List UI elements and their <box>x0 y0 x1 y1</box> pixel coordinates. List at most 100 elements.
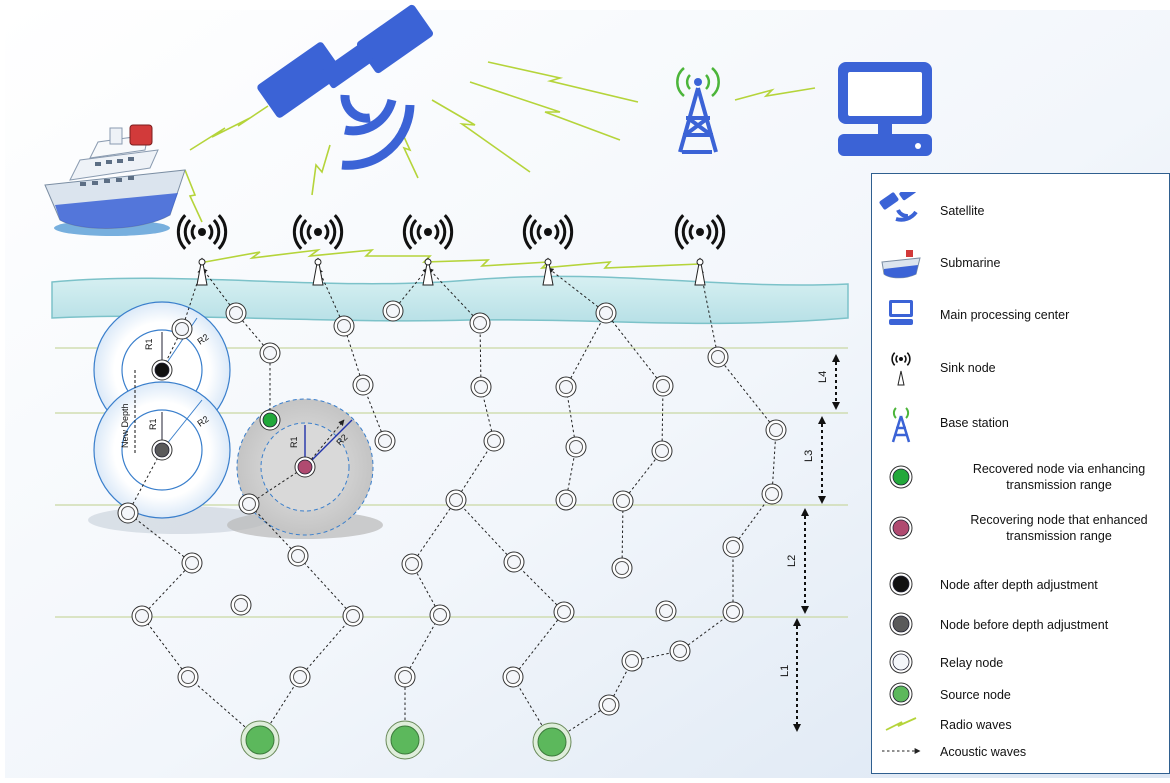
node-before-depth-icon <box>872 606 930 646</box>
source-node <box>240 720 280 760</box>
acoustic-wave-icon <box>872 733 930 773</box>
relay-node <box>707 346 729 368</box>
relay-node <box>503 551 525 573</box>
relay-node <box>401 553 423 575</box>
sensor-nodes <box>117 300 787 762</box>
acoustic-link <box>679 611 734 652</box>
water-surface <box>51 275 849 325</box>
relay-node <box>177 666 199 688</box>
relay-node <box>181 552 203 574</box>
level-label-l3: L3 <box>803 450 815 462</box>
relay-node <box>470 376 492 398</box>
legend-label: Node before depth adjustment <box>940 618 1109 632</box>
node-after-depth-icon <box>872 566 930 606</box>
relay-node <box>598 694 620 716</box>
relay-node <box>131 605 153 627</box>
sink-node <box>674 214 726 286</box>
source-node <box>385 720 425 760</box>
relay-node <box>652 375 674 397</box>
source-node <box>532 722 572 762</box>
relay-node <box>722 536 744 558</box>
acoustic-link <box>299 615 354 678</box>
recovered-node <box>259 409 281 431</box>
acoustic-link <box>141 562 193 617</box>
svg-text:R1: R1 <box>289 436 299 448</box>
level-label-l1: L1 <box>779 665 791 677</box>
base-station-icon <box>676 67 720 154</box>
relay-node <box>374 430 396 452</box>
sink-node <box>402 214 454 286</box>
legend-label: Submarine <box>940 256 1001 270</box>
level-label-l4: L4 <box>817 371 829 383</box>
sink-node <box>176 214 228 286</box>
acoustic-link <box>717 356 777 431</box>
recovering-node <box>294 456 316 478</box>
acoustic-link <box>732 493 773 548</box>
recovering-node-icon <box>872 510 930 550</box>
acoustic-link <box>659 385 666 452</box>
sink-node-icon <box>872 349 930 389</box>
sink-node <box>522 214 574 286</box>
acoustic-link <box>477 322 484 388</box>
level-label-l2: L2 <box>786 555 798 567</box>
acoustic-link <box>317 267 345 327</box>
relay-node <box>612 490 634 512</box>
relay-node <box>502 666 524 688</box>
acoustic-link <box>181 267 204 330</box>
acoustic-link <box>547 267 607 314</box>
radio-wave-icon <box>872 706 930 746</box>
node-before-depth <box>151 439 173 461</box>
relay-node <box>225 302 247 324</box>
relay-node <box>669 640 691 662</box>
relay-node <box>761 483 783 505</box>
acoustic-link <box>248 503 299 557</box>
relay-node <box>117 502 139 524</box>
svg-text:R1: R1 <box>144 338 154 350</box>
acoustic-link <box>513 561 565 613</box>
relay-node <box>394 666 416 688</box>
sink-nodes <box>176 214 726 286</box>
acoustic-link <box>455 440 495 501</box>
relay-node <box>238 493 260 515</box>
legend-label: Sink node <box>940 361 996 375</box>
legend-label: Node after depth adjustment <box>940 578 1098 592</box>
recovered-node-icon <box>872 459 930 499</box>
satellite-icon <box>872 185 930 232</box>
base-station-icon <box>872 404 930 444</box>
acoustic-link <box>201 267 237 314</box>
acoustic-link <box>565 446 578 501</box>
relay-node <box>429 604 451 626</box>
svg-text:New Depth: New Depth <box>120 403 130 448</box>
acoustic-link <box>622 450 663 502</box>
acoustic-link <box>605 312 664 387</box>
relay-node <box>555 376 577 398</box>
relay-node <box>555 489 577 511</box>
acoustic-link <box>297 555 354 617</box>
relay-node <box>289 666 311 688</box>
acoustic-link <box>392 267 429 312</box>
legend-label: Recovering node that enhanced transmissi… <box>970 513 1148 543</box>
relay-node <box>342 605 364 627</box>
acoustic-link <box>235 312 271 354</box>
acoustic-link <box>248 466 306 505</box>
relay-node <box>595 302 617 324</box>
acoustic-link <box>619 500 626 569</box>
relay-node <box>445 489 467 511</box>
relay-node <box>621 650 643 672</box>
ship-icon <box>44 124 186 236</box>
relay-node <box>230 594 252 616</box>
relay-node <box>553 601 575 623</box>
computer-icon <box>872 296 930 336</box>
relay-node <box>483 430 505 452</box>
relay-node <box>611 557 633 579</box>
relay-node <box>259 342 281 364</box>
legend-label: Base station <box>940 416 1009 430</box>
legend-label: Relay node <box>940 656 1004 670</box>
ship-icon <box>872 244 930 284</box>
relay-node <box>469 312 491 334</box>
acoustic-link <box>512 611 565 678</box>
relay-node <box>655 600 677 622</box>
satellite-icon <box>257 4 433 170</box>
sink-node <box>292 214 344 286</box>
